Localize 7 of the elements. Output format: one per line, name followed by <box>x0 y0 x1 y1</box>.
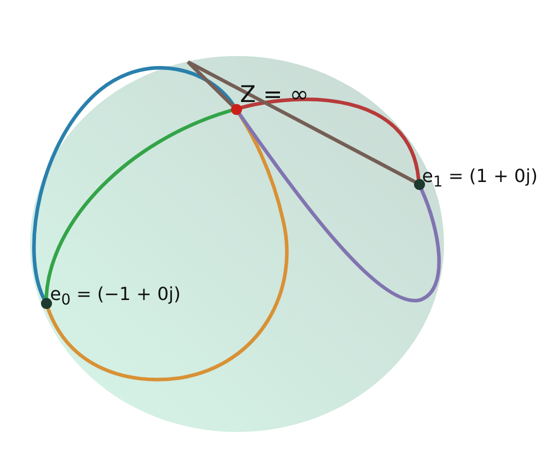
point-label: e$_{1}$ = (1 + 0j) <box>422 168 538 190</box>
curve <box>186 60 416 184</box>
curve <box>237 112 441 302</box>
curve <box>240 98 420 180</box>
curve <box>32 66 235 300</box>
point-label: e$_{0}$ = (−1 + 0j) <box>50 286 181 308</box>
curve <box>44 108 233 300</box>
